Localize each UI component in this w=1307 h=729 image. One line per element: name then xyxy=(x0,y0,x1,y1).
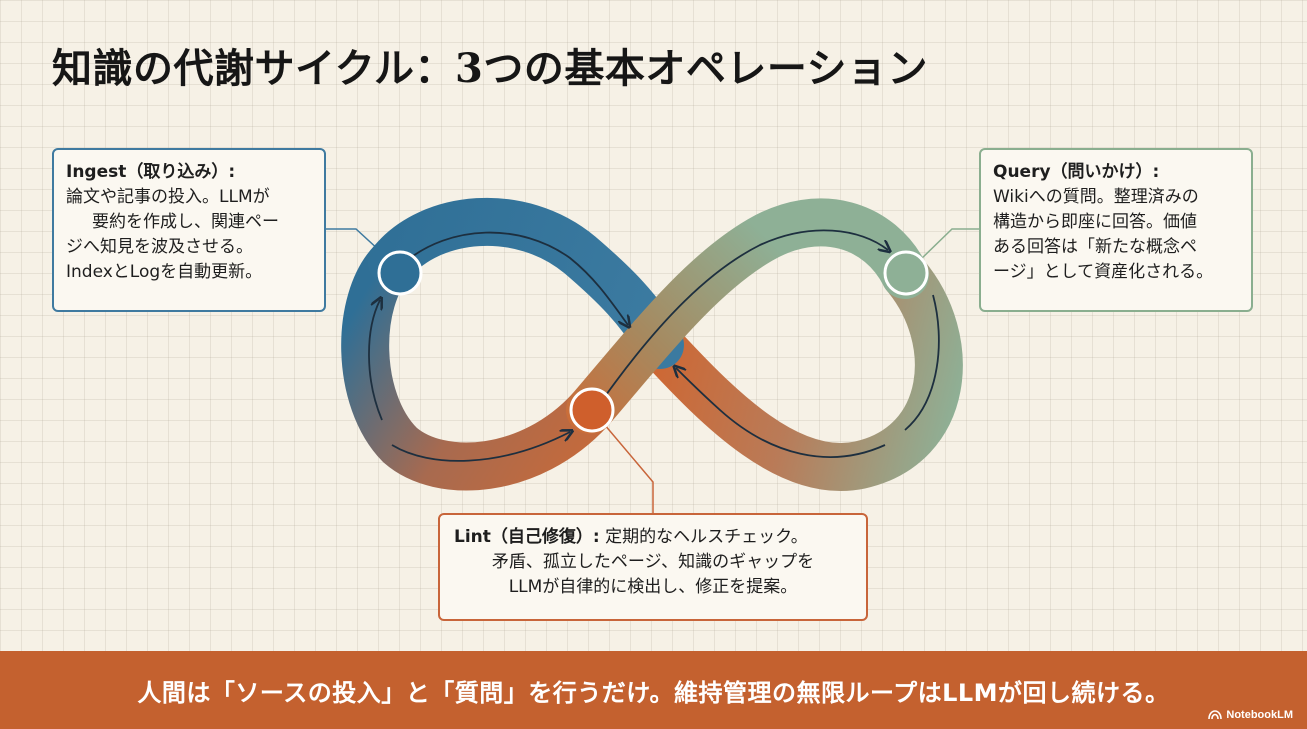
flow-arrow-ingest xyxy=(368,300,382,421)
ingest-line: 要約を作成し、関連ペー xyxy=(92,212,279,232)
loop-band-lower-right xyxy=(636,251,963,491)
ingest-heading: Ingest（取り込み）: xyxy=(66,162,236,182)
loop-band-upper-left xyxy=(368,197,684,369)
footer-message: 人間は「ソースの投入」と「質問」を行うだけ。維持管理の無限ループはLLMが回し続… xyxy=(137,679,1170,707)
notebooklm-logo-icon xyxy=(1208,710,1223,720)
lint-heading: Lint（自己修復）: xyxy=(454,527,600,547)
ingest-line: IndexとLogを自動更新。 xyxy=(66,262,263,282)
query-line: ージ」として資産化される。 xyxy=(993,262,1214,282)
ingest-callout: Ingest（取り込み）: 論文や記事の投入。LLMが 要約を作成し、関連ペー … xyxy=(52,148,326,312)
flow-arrow-lower-right xyxy=(676,368,886,458)
ingest-node xyxy=(377,250,423,296)
loop-band-lower-left xyxy=(341,238,614,491)
lint-line: 定期的なヘルスチェック。 xyxy=(605,527,808,547)
query-line: ある回答は「新たな概念ペ xyxy=(993,237,1197,257)
brand-badge: NotebookLM xyxy=(1208,709,1293,721)
ingest-line: ジへ知見を波及させる。 xyxy=(66,237,253,257)
lint-line: 矛盾、孤立したページ、知識のギャップを xyxy=(491,552,815,572)
query-line: 構造から即座に回答。価値 xyxy=(993,212,1197,232)
brand-label: NotebookLM xyxy=(1226,709,1293,721)
page-title: 知識の代謝サイクル：3つの基本オペレーション xyxy=(52,45,929,92)
query-connector-line xyxy=(917,228,979,263)
lint-callout: Lint（自己修復）: 定期的なヘルスチェック。 矛盾、孤立したページ、知識のギ… xyxy=(438,513,868,621)
lint-line: LLMが自律的に検出し、修正を提案。 xyxy=(508,577,798,597)
flow-arrow-crossing xyxy=(605,229,888,396)
query-heading: Query（問いかけ）: xyxy=(993,162,1160,182)
flow-arrow-upper-left xyxy=(404,231,628,325)
lint-node xyxy=(569,387,615,433)
lint-connector-line xyxy=(603,423,654,513)
query-callout: Query（問いかけ）: Wikiへの質問。整理済みの 構造から即座に回答。価値… xyxy=(979,148,1253,312)
query-line: Wikiへの質問。整理済みの xyxy=(993,187,1199,207)
flow-arrow-lower-left xyxy=(391,432,570,462)
ingest-line: 論文や記事の投入。LLMが xyxy=(66,187,270,207)
query-node xyxy=(883,250,929,296)
footer-banner: 人間は「ソースの投入」と「質問」を行うだけ。維持管理の無限ループはLLMが回し続… xyxy=(0,651,1307,729)
flow-arrow-query xyxy=(904,294,940,431)
